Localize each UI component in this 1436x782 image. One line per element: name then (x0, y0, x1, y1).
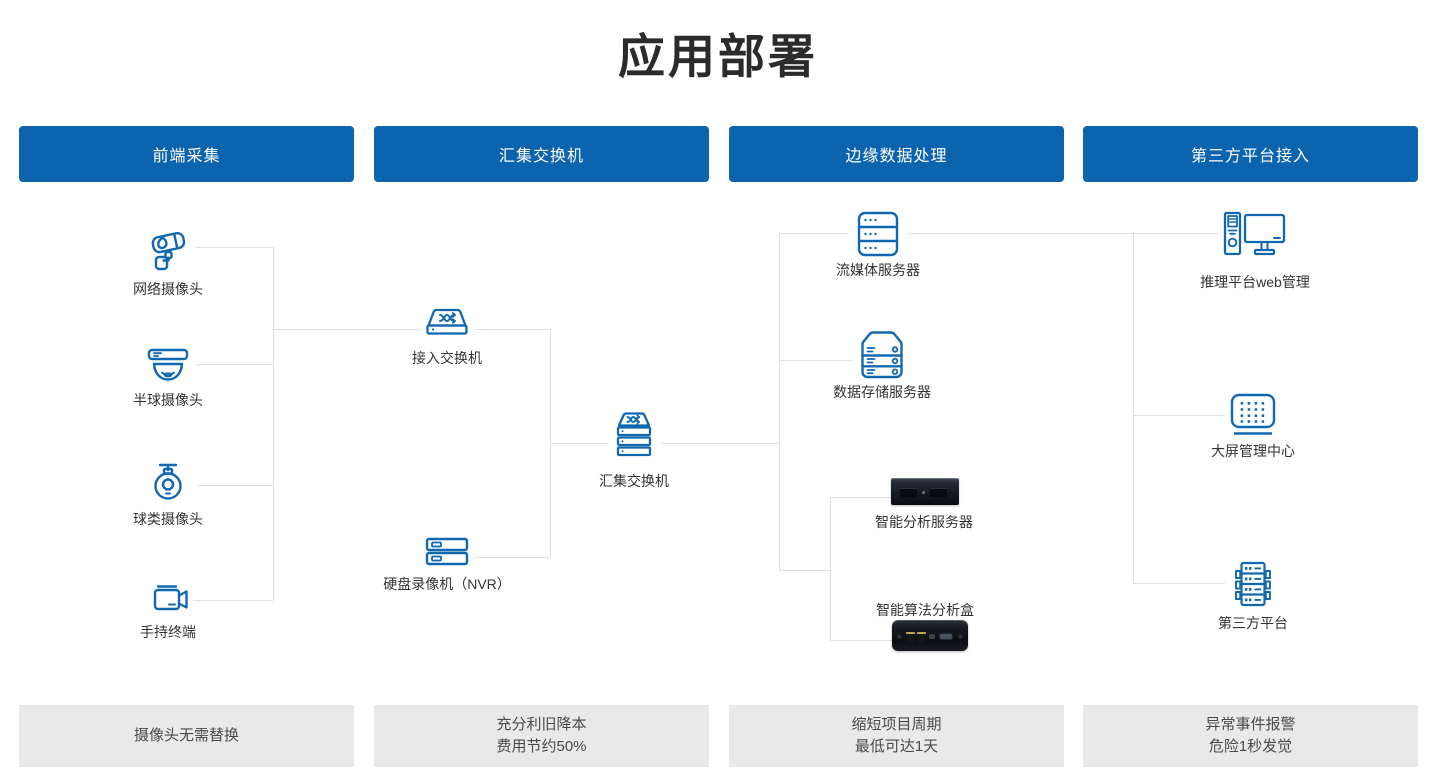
node-label-inference-web: 推理平台web管理 (1200, 274, 1310, 290)
storage-server-icon (853, 328, 911, 382)
desktop-computer-icon (1221, 209, 1289, 259)
algorithm-box-photo (892, 620, 968, 651)
node-label-third-party: 第三方平台 (1218, 615, 1288, 631)
connector-line (197, 485, 273, 486)
connector-line (273, 247, 274, 600)
node-label-aggregation-switch: 汇集交换机 (599, 473, 669, 489)
connector-line (196, 364, 273, 365)
node-label-big-screen: 大屏管理中心 (1211, 443, 1295, 459)
aggregation-switch-icon (608, 410, 660, 466)
benefit-box-frontend: 摄像头无需替换 (19, 705, 354, 767)
connector-line (193, 600, 273, 601)
node-label-network-camera: 网络摄像头 (133, 281, 203, 297)
dome-camera-icon (143, 344, 193, 390)
access-switch-icon (419, 306, 475, 342)
column-header-frontend-collection: 前端采集 (19, 126, 354, 182)
connector-line (475, 557, 550, 558)
connector-line (1133, 233, 1134, 583)
column-header-third-party-access: 第三方平台接入 (1083, 126, 1418, 182)
benefit-text: 摄像头无需替换 (133, 726, 239, 744)
connector-line (550, 443, 609, 444)
connector-line (1133, 583, 1225, 584)
page-title: 应用部署 (618, 30, 818, 83)
node-label-dome-camera: 半球摄像头 (133, 392, 203, 408)
connector-line (475, 329, 550, 330)
connector-line (830, 497, 891, 498)
node-label-access-switch: 接入交换机 (412, 350, 482, 366)
benefit-text: 费用节约50% (496, 738, 587, 755)
ptz-camera-icon (147, 460, 191, 508)
connector-line (830, 640, 892, 641)
connector-line (779, 233, 780, 570)
connector-line (779, 233, 849, 234)
server-rack-icon (1228, 559, 1278, 609)
column-header-aggregation-switch: 汇集交换机 (374, 126, 709, 182)
connector-line (908, 233, 1133, 234)
analysis-server-photo (891, 478, 959, 505)
node-label-storage-server: 数据存储服务器 (833, 384, 931, 400)
column-header-edge-processing: 边缘数据处理 (729, 126, 1064, 182)
connector-line (1133, 415, 1225, 416)
connector-line (196, 247, 273, 248)
connector-line (779, 360, 852, 361)
nvr-icon (420, 535, 474, 571)
node-label-handheld-terminal: 手持终端 (140, 624, 196, 640)
benefit-text: 异常事件报警 (1205, 715, 1296, 733)
benefit-text: 缩短项目周期 (851, 715, 942, 733)
connector-line (1133, 233, 1219, 234)
benefit-text: 充分利旧降本 (496, 715, 587, 733)
benefit-box-edge: 缩短项目周期 最低可达1天 (729, 705, 1064, 767)
bullet-camera-icon (144, 226, 194, 276)
streaming-server-icon (850, 208, 906, 260)
benefit-text: 最低可达1天 (854, 738, 939, 755)
led-screen-icon (1226, 390, 1280, 440)
handheld-terminal-icon (145, 582, 193, 620)
benefit-box-third-party: 异常事件报警 危险1秒发觉 (1083, 705, 1418, 767)
node-label-nvr: 硬盘录像机（NVR） (383, 576, 511, 592)
node-label-ball-camera: 球类摄像头 (133, 511, 203, 527)
benefit-text: 危险1秒发觉 (1208, 738, 1293, 755)
node-label-analysis-server: 智能分析服务器 (875, 514, 973, 530)
connector-line (273, 329, 420, 330)
connector-line (779, 570, 830, 571)
node-label-streaming-server: 流媒体服务器 (836, 262, 920, 278)
connector-line (830, 497, 831, 640)
connector-line (661, 443, 779, 444)
benefit-box-aggregation: 充分利旧降本 费用节约50% (374, 705, 709, 767)
node-label-algorithm-box: 智能算法分析盒 (876, 602, 974, 618)
